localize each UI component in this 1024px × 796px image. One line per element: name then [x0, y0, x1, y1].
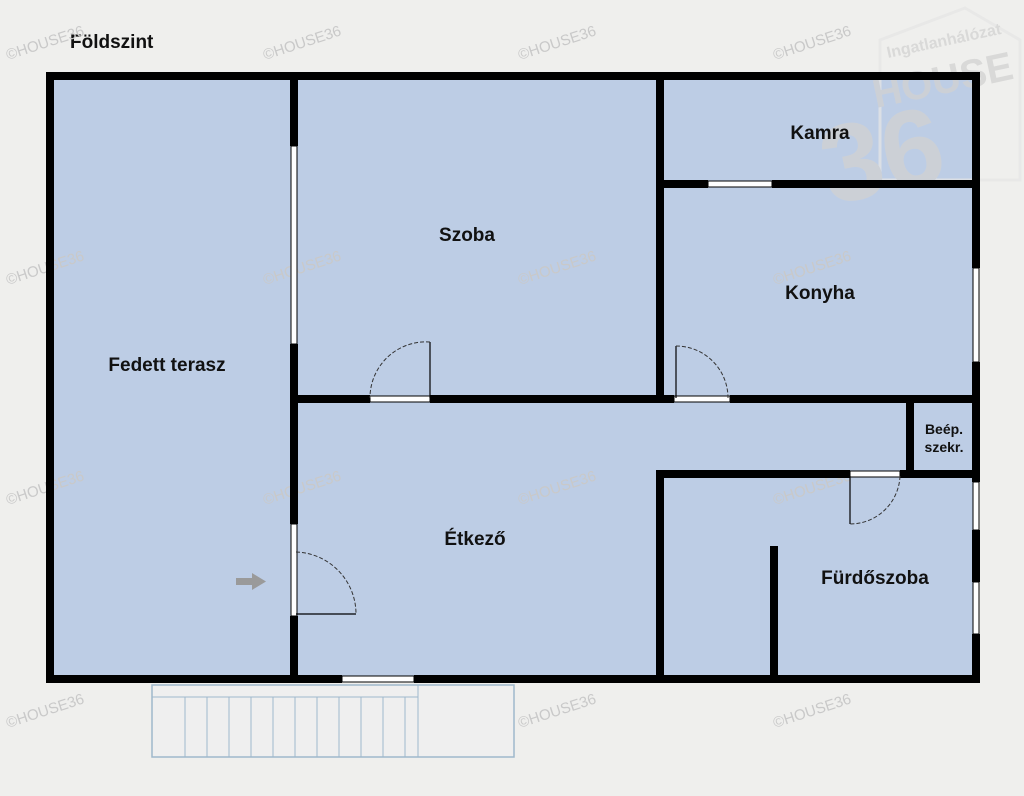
door-terasz — [290, 523, 357, 617]
room-label-konyha: Konyha — [785, 283, 855, 304]
window — [972, 481, 980, 531]
walls — [46, 72, 980, 683]
room-label-szoba: Szoba — [439, 225, 495, 246]
window — [972, 581, 980, 635]
watermark-text: ©HOUSE36 — [516, 691, 598, 732]
door-szoba — [369, 341, 431, 403]
room-label-furdoszoba: Fürdőszoba — [821, 568, 929, 589]
windows — [290, 145, 980, 683]
watermark-text: ©HOUSE36 — [771, 23, 853, 64]
stairs-icon — [151, 684, 515, 758]
floor-surface — [48, 74, 978, 681]
window — [972, 267, 980, 363]
watermark-text: ©HOUSE36 — [771, 691, 853, 732]
room-label-beep-szekr: Beép. — [925, 421, 963, 437]
watermark-text: ©HOUSE36 — [516, 23, 598, 64]
room-label-beep-szekr-2: szekr. — [925, 439, 964, 455]
doors — [290, 341, 901, 617]
watermark-text: ©HOUSE36 — [4, 23, 86, 64]
floor-title: Földszint — [70, 32, 154, 53]
window — [290, 145, 298, 345]
watermark-text: ©HOUSE36 — [261, 23, 343, 64]
logo-number: 36 — [809, 83, 954, 229]
room-label-kamra: Kamra — [790, 123, 850, 144]
window — [341, 675, 415, 683]
door-konyha — [673, 345, 731, 403]
room-label-fedett-terasz: Fedett terasz — [108, 355, 225, 376]
watermark-text: ©HOUSE36 — [4, 691, 86, 732]
window — [707, 180, 773, 188]
room-label-etkezo: Étkező — [444, 528, 505, 550]
arrow-right-icon — [236, 573, 266, 590]
door-furdoszoba — [849, 470, 901, 525]
